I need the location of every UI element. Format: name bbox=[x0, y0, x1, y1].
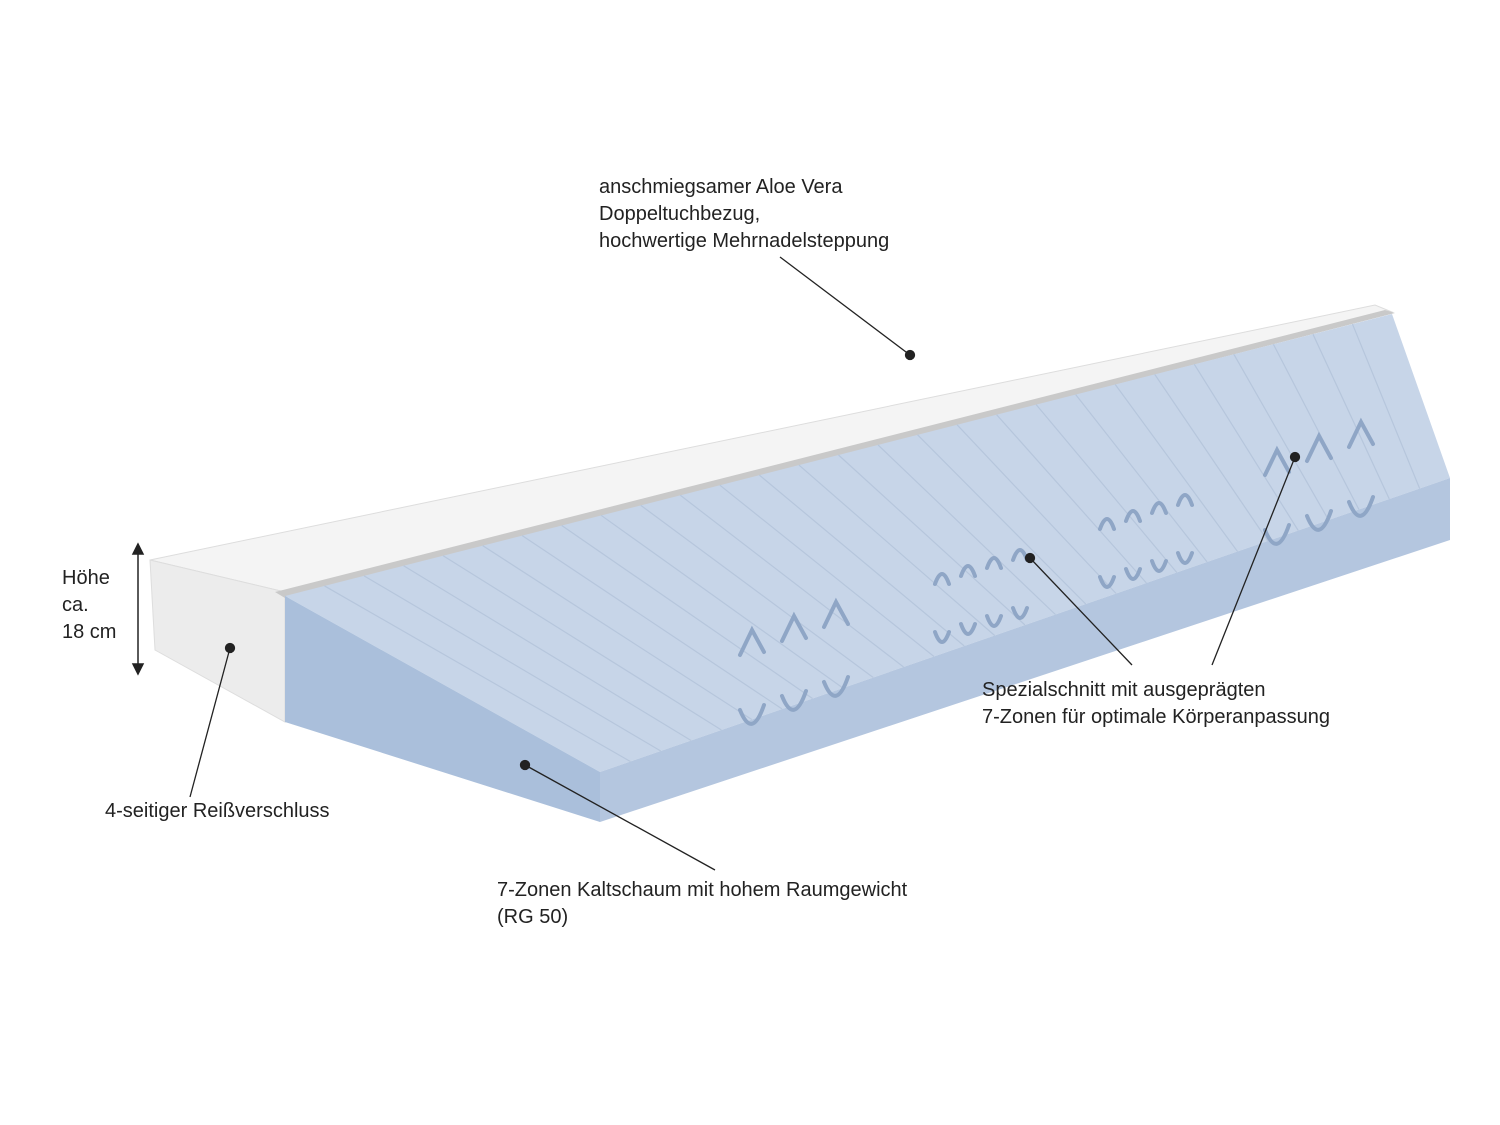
groove-line bbox=[719, 484, 935, 657]
groove-line bbox=[956, 424, 1117, 594]
groove-line bbox=[1114, 384, 1238, 552]
groove-line bbox=[679, 494, 904, 668]
foam-label-line: (RG 50) bbox=[497, 906, 569, 928]
zone-cut-mark bbox=[1098, 517, 1116, 531]
cut-label-line: Spezialschnitt mit ausgeprägten bbox=[982, 679, 1266, 701]
foam-top-face bbox=[285, 314, 1450, 772]
groove-line bbox=[759, 474, 965, 647]
groove-line bbox=[1075, 394, 1208, 563]
zone-cut-mark bbox=[738, 703, 766, 726]
zone-cut-mark bbox=[985, 614, 1003, 628]
zone-cut-mark bbox=[1150, 559, 1168, 573]
zone-cut-mark bbox=[1150, 501, 1168, 515]
zone-cut-mark bbox=[1124, 509, 1142, 523]
groove-line bbox=[877, 444, 1056, 615]
zone-cut-mark bbox=[985, 556, 1003, 570]
groove-line bbox=[1351, 323, 1421, 489]
groove-line bbox=[838, 454, 1026, 626]
zone-cut-mark bbox=[1263, 445, 1291, 477]
zone-cut-mark bbox=[780, 611, 808, 643]
groove-line bbox=[561, 525, 813, 699]
cover-label: anschmiegsamer Aloe Vera Doppeltuchbezug… bbox=[599, 174, 889, 255]
height-label-line: Höhe bbox=[62, 567, 110, 589]
zone-cut-mark bbox=[1124, 567, 1142, 581]
groove-line bbox=[1035, 404, 1178, 573]
groove-line bbox=[324, 585, 631, 763]
cut-label: Spezialschnitt mit ausgeprägten 7-Zonen … bbox=[982, 677, 1330, 731]
zone-cut-mark bbox=[822, 597, 850, 629]
groove-line bbox=[798, 464, 996, 636]
height-arrow bbox=[131, 542, 145, 676]
cover-seam bbox=[275, 310, 1395, 598]
cover-label-line: hochwertige Mehrnadelsteppung bbox=[599, 230, 890, 252]
cover-label-line: Doppeltuchbezug, bbox=[599, 203, 761, 225]
foam-side-face bbox=[600, 478, 1450, 822]
zone-cut-mark bbox=[959, 622, 977, 636]
groove-line bbox=[600, 514, 844, 689]
zone-cut-mark bbox=[1176, 551, 1194, 565]
zone-cut-mark bbox=[1305, 509, 1333, 532]
zone-cut-mark bbox=[1176, 493, 1194, 507]
groove-line bbox=[442, 555, 722, 731]
zone-cut-mark bbox=[1305, 431, 1333, 463]
groove-line bbox=[1312, 333, 1390, 500]
zone-cut-mark bbox=[822, 675, 850, 698]
zone-cut-mark bbox=[1347, 495, 1375, 518]
groove-line bbox=[1193, 364, 1299, 531]
groove-line bbox=[363, 575, 662, 752]
groove-line bbox=[521, 535, 783, 710]
groove-line bbox=[1272, 343, 1360, 510]
zone-cut-mark bbox=[1347, 417, 1375, 449]
foam-label: 7-Zonen Kaltschaum mit hohem Raumgewicht… bbox=[497, 877, 907, 931]
groove-line bbox=[403, 565, 692, 742]
height-label-line: 18 cm bbox=[62, 621, 117, 643]
height-label: Höhe ca. 18 cm bbox=[62, 565, 116, 646]
cut-label-line: 7-Zonen für optimale Körperanpassung bbox=[982, 706, 1330, 728]
groove-line bbox=[640, 504, 874, 678]
zipper-label: 4-seitiger Reißverschluss bbox=[105, 800, 330, 822]
groove-line bbox=[1154, 374, 1269, 542]
height-label-line: ca. bbox=[62, 594, 89, 616]
groove-line bbox=[917, 434, 1087, 605]
foam-grooves bbox=[324, 323, 1421, 763]
cover-label-line: anschmiegsamer Aloe Vera bbox=[599, 176, 843, 198]
zone-cut-mark bbox=[933, 572, 951, 586]
zone-cuts bbox=[738, 417, 1375, 726]
zone-cut-mark bbox=[780, 689, 808, 712]
zone-cut-mark bbox=[738, 625, 766, 657]
zone-cut-mark bbox=[1011, 606, 1029, 620]
zone-cut-mark bbox=[959, 564, 977, 578]
callout-lines bbox=[189, 256, 1301, 871]
zone-cut-mark bbox=[933, 630, 951, 644]
groove-line bbox=[996, 414, 1147, 584]
zone-cut-mark bbox=[1098, 575, 1116, 589]
groove-line bbox=[1233, 353, 1330, 521]
foam-label-line: 7-Zonen Kaltschaum mit hohem Raumgewicht bbox=[497, 879, 908, 901]
groove-line bbox=[482, 545, 753, 721]
zone-cut-mark bbox=[1263, 523, 1291, 546]
